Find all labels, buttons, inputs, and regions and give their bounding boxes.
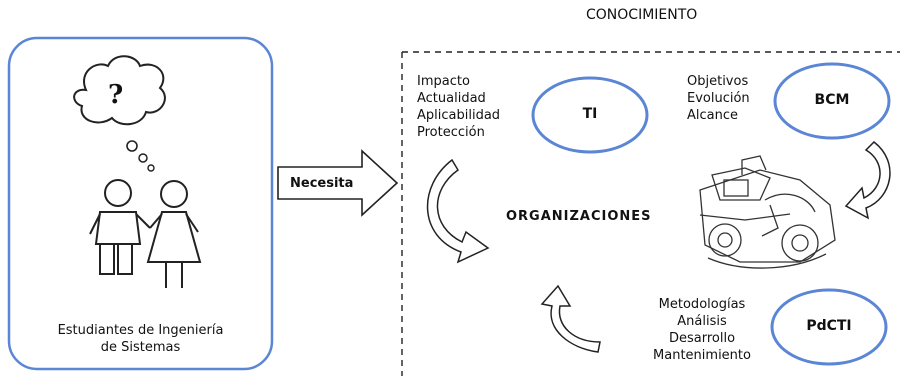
- center-label: ORGANIZACIONES: [506, 209, 652, 224]
- ti-item: Actualidad: [417, 91, 486, 106]
- bcm-ellipse: [773, 62, 891, 140]
- needs-arrow: [277, 149, 399, 217]
- ti-item: Impacto: [417, 74, 470, 89]
- bcm-item: Objetivos: [687, 74, 749, 89]
- students-caption: Estudiantes de Ingeniería de Sistemas: [12, 322, 269, 356]
- students-caption-line2: de Sistemas: [100, 340, 181, 355]
- ti-item: Protección: [417, 125, 485, 140]
- bcm-item: Alcance: [687, 108, 739, 123]
- pdcti-item: Análisis: [677, 314, 727, 329]
- diagram-title: CONOCIMIENTO: [586, 7, 698, 23]
- curved-arrow-bottom: [540, 284, 601, 353]
- pdcti-item: Desarrollo: [668, 331, 736, 346]
- bcm-item: Evolución: [687, 91, 750, 106]
- question-mark: ?: [108, 80, 124, 110]
- machinery-sketch: [699, 155, 836, 269]
- ti-items: Impacto Actualidad Aplicabilidad Protecc…: [417, 73, 500, 141]
- thought-bubble-3: [147, 164, 155, 172]
- pdcti-item: Mantenimiento: [653, 348, 751, 363]
- pdcti-ellipse: [770, 288, 888, 366]
- students-caption-line1: Estudiantes de Ingeniería: [57, 323, 224, 338]
- ti-label: TI: [582, 106, 598, 122]
- needs-arrow-label: Necesita: [290, 176, 354, 191]
- boy-figure: [89, 179, 151, 275]
- pdcti-label: PdCTI: [806, 318, 852, 334]
- students-box: [7, 36, 274, 371]
- curved-arrow-left: [426, 158, 490, 264]
- thought-cloud: [73, 55, 166, 126]
- thought-bubble-1: [126, 140, 138, 152]
- girl-figure: [146, 180, 202, 288]
- thought-bubble-2: [138, 153, 148, 163]
- pdcti-items: Metodologías Análisis Desarrollo Manteni…: [640, 296, 764, 364]
- ti-item: Aplicabilidad: [417, 108, 501, 123]
- bcm-label: BCM: [814, 92, 850, 108]
- pdcti-item: Metodologías: [658, 297, 746, 312]
- bcm-items: Objetivos Evolución Alcance: [687, 73, 750, 124]
- curved-arrow-right: [844, 141, 891, 220]
- ti-ellipse: [531, 76, 649, 154]
